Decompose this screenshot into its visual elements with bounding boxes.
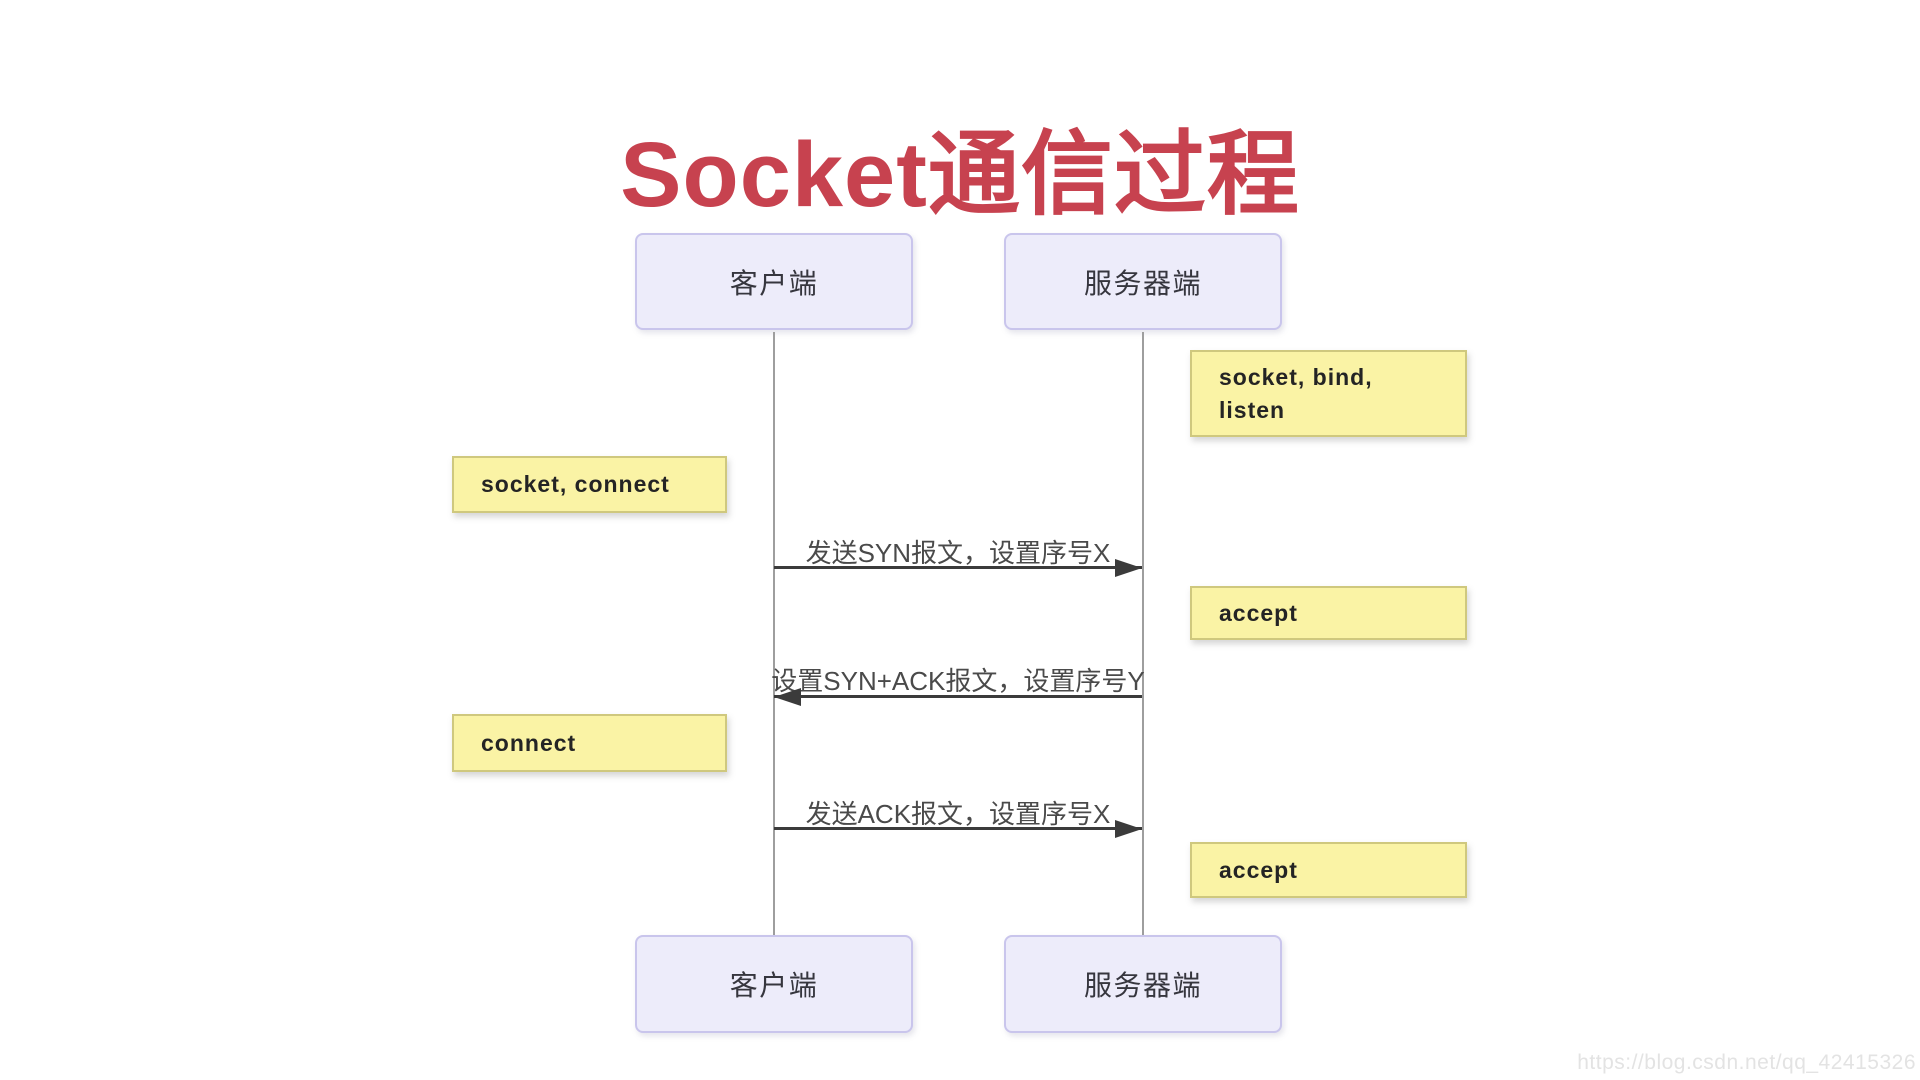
note-accept-2: accept [1190,842,1467,898]
actor-label-server: 服务器端 [1083,970,1202,1001]
note-connect: connect [452,714,727,772]
actor-box-server-bottom: 服务器端 [1004,935,1282,1033]
note-line: connect [481,729,577,756]
note-socket-bind-listen: socket, bind, listen [1190,350,1467,437]
note-line: socket, connect [481,471,670,497]
actor-box-client-bottom: 客户端 [635,935,913,1033]
diagram-title: Socket通信过程 [620,124,1300,226]
lifeline-client [773,332,775,935]
note-line: socket, bind, [1219,363,1373,390]
watermark-url: https://blog.csdn.net/qq_42415326 [1577,1051,1916,1074]
note-accept-1: accept [1190,586,1467,640]
message-arrow-syn [774,566,1142,569]
arrowhead-left-icon [774,688,801,706]
actor-box-server-top: 服务器端 [1004,233,1282,330]
actor-label-client: 客户端 [729,970,819,1001]
message-label-syn: 发送SYN报文，设置序号X [805,538,1111,568]
note-line: accept [1219,856,1298,883]
message-label-syn-ack: 设置SYN+ACK报文，设置序号Y [771,666,1145,696]
message-label-ack: 发送ACK报文，设置序号X [805,799,1111,829]
lifeline-server [1142,332,1144,935]
note-socket-connect: socket, connect [452,456,727,513]
actor-box-client-top: 客户端 [635,233,913,330]
note-line: accept [1219,599,1298,626]
arrowhead-right-icon [1115,559,1142,577]
actor-label-client: 客户端 [729,267,819,299]
actor-label-server: 服务器端 [1083,267,1202,299]
message-arrow-ack [774,827,1142,830]
arrowhead-right-icon [1115,820,1142,838]
note-line: listen [1219,396,1286,423]
message-arrow-syn-ack [774,695,1142,698]
